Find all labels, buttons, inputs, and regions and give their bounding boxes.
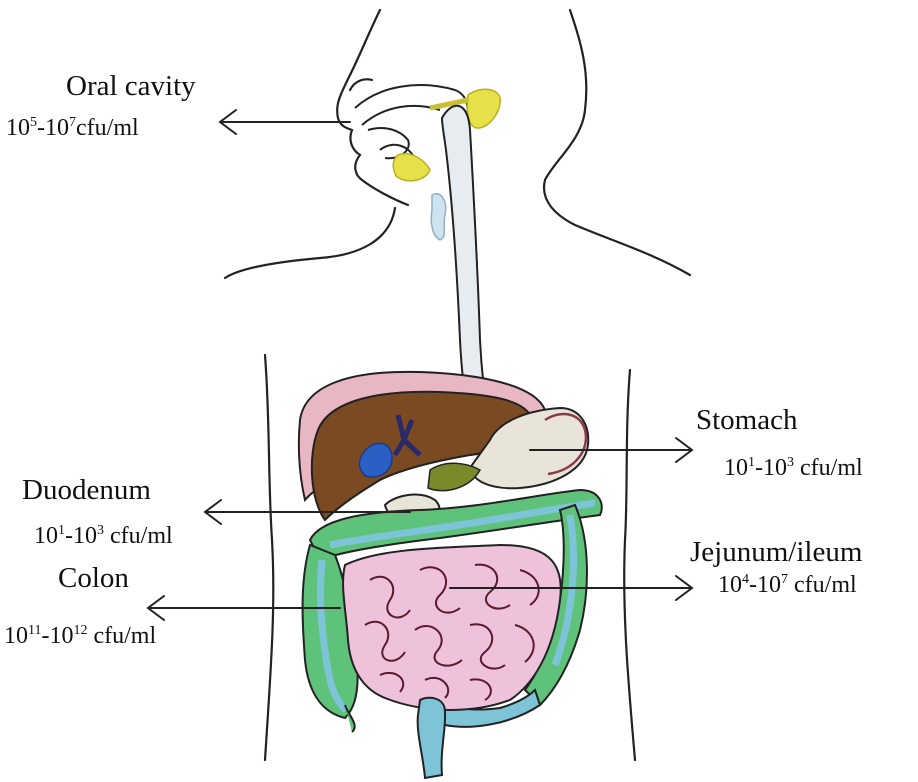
arrow-oral-cavity (220, 110, 350, 134)
value-colon: 1011-1012 cfu/ml (4, 624, 156, 648)
label-oral-cavity: Oral cavity (66, 72, 196, 101)
label-stomach: Stomach (696, 406, 798, 435)
trachea (431, 194, 445, 240)
pancreas (428, 463, 480, 490)
arrows (148, 110, 692, 620)
label-duodenum: Duodenum (22, 476, 151, 505)
value-duodenum: 101-103 cfu/ml (34, 524, 173, 548)
salivary-gland-upper (467, 89, 500, 128)
value-stomach: 101-103 cfu/ml (724, 456, 863, 480)
label-colon: Colon (58, 564, 129, 593)
value-jejunum-ileum: 104-107 cfu/ml (718, 573, 857, 597)
rectum (418, 698, 445, 778)
value-oral-cavity: 105-107cfu/ml (6, 116, 139, 140)
salivary-gland-lower (393, 154, 430, 181)
label-jejunum-ileum: Jejunum/ileum (690, 538, 862, 567)
